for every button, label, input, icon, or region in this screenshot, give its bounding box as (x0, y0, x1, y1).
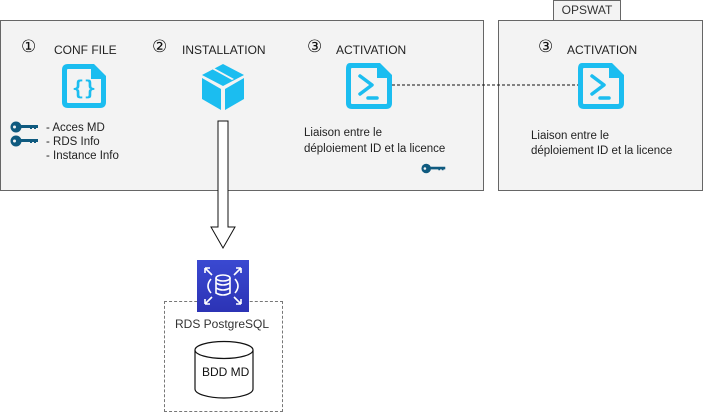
aws-rds-icon (197, 260, 249, 312)
opswat-step-number: ③ (538, 37, 554, 57)
rds-label: RDS PostgreSQL (175, 317, 270, 331)
step-3-title: ACTIVATION (336, 43, 407, 57)
package-box-icon (202, 64, 244, 110)
database-label: BDD MD (202, 365, 250, 379)
svg-text:{}: {} (72, 76, 96, 100)
activation-description-line-1: Liaison entre le (304, 127, 382, 139)
conf-item-acces-md: - Acces MD (46, 122, 105, 134)
opswat-tab-label: OPSWAT (561, 3, 613, 17)
key-icon (10, 135, 38, 147)
step-1-number: ① (21, 37, 37, 57)
key-icon (421, 163, 446, 174)
step-2-title: INSTALLATION (182, 43, 266, 57)
step-1-title: CONF FILE (54, 43, 117, 57)
opswat-tab: OPSWAT (553, 0, 621, 21)
step-3-number: ③ (307, 37, 323, 57)
opswat-description-line-1: Liaison entre le (531, 130, 609, 142)
hollow-arrow-connector (210, 120, 236, 250)
database-cylinder-icon (194, 340, 254, 399)
step-2-number: ② (152, 37, 168, 57)
terminal-file-icon (578, 63, 624, 109)
conf-item-rds-info: - RDS Info (46, 136, 100, 148)
opswat-description-line-2: déploiement ID et la licence (531, 145, 673, 157)
key-icon (10, 121, 38, 133)
json-file-icon: {} (62, 64, 106, 108)
conf-item-instance-info: - Instance Info (46, 150, 119, 162)
terminal-file-icon (346, 63, 392, 109)
opswat-step-title: ACTIVATION (567, 43, 638, 57)
dashed-connector (392, 84, 580, 86)
activation-description-line-2: déploiement ID et la licence (304, 143, 446, 155)
